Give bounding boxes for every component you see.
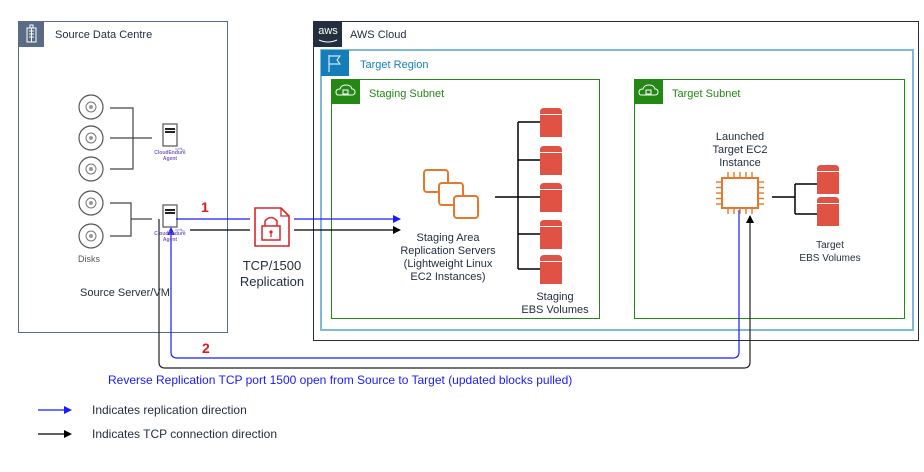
- step-1-label: 1: [201, 199, 209, 215]
- ebs-volume-icon: [540, 183, 562, 212]
- ec2-instance-icon: [716, 172, 764, 214]
- reverse-replication-caption: Reverse Replication TCP port 1500 open f…: [108, 373, 573, 387]
- aws-cloud-title: AWS Cloud: [350, 29, 407, 41]
- subnet-cloud-lock-icon: [634, 79, 663, 104]
- disk-icon: [78, 94, 104, 120]
- lock-document-icon: [250, 205, 294, 247]
- ebs-volume-icon: [817, 165, 839, 194]
- disk-icon: [78, 190, 104, 216]
- flag-icon: [321, 50, 349, 76]
- target-region-title: Target Region: [360, 59, 429, 71]
- target-ebs-connector: [772, 183, 817, 215]
- aws-logo-icon: aws: [314, 22, 342, 47]
- ebs-volume-icon: [540, 108, 562, 137]
- target-region-group: Target Region: [320, 49, 914, 331]
- replication-servers-label: Staging Area Replication Servers (Lightw…: [400, 232, 496, 283]
- replication-servers-icon: [423, 169, 479, 219]
- staging-ebs-label: Staging EBS Volumes: [521, 291, 589, 316]
- target-ebs-label: Target EBS Volumes: [799, 240, 861, 264]
- ebs-volume-icon: [540, 146, 562, 175]
- cloudendure-agent-icon: [175, 147, 185, 151]
- disks-label: Disks: [78, 254, 100, 264]
- subnet-cloud-lock-icon: [331, 79, 360, 104]
- target-subnet-title: Target Subnet: [672, 88, 741, 100]
- cloudendure-agent-label: CloudEndure Agent: [154, 150, 186, 162]
- protocol-label: TCP/1500 Replication: [239, 258, 305, 289]
- step-2-label: 2: [202, 340, 210, 356]
- target-instance-label: Launched Target EC2 Instance: [712, 131, 768, 169]
- disk-icon: [78, 156, 104, 182]
- ebs-volume-icon: [540, 255, 562, 284]
- disk-connector: [110, 202, 152, 237]
- reverse-replication-line: [170, 210, 740, 359]
- staging-ebs-connector: [495, 121, 540, 270]
- ebs-volume-icon: [817, 197, 839, 226]
- blue-arrow-icon: [38, 406, 72, 414]
- aws-cloud-group: aws AWS Cloud: [313, 21, 919, 341]
- source-data-centre-group: Source Data Centre: [18, 21, 228, 333]
- source-data-centre-title: Source Data Centre: [55, 29, 153, 41]
- building-icon: [19, 22, 44, 47]
- disk-icon: [78, 223, 104, 249]
- ebs-volume-icon: [540, 220, 562, 249]
- disk-icon: [78, 125, 104, 151]
- server-icon: [162, 204, 178, 228]
- staging-subnet-title: Staging Subnet: [369, 88, 445, 100]
- staging-subnet-group: Staging Subnet: [331, 79, 600, 319]
- source-server-label: Source Server/VM: [80, 287, 170, 299]
- target-subnet-group: Target Subnet: [634, 79, 905, 319]
- cloudendure-agent-label: CloudEndure Agent: [154, 231, 186, 243]
- black-arrow-icon: [38, 430, 72, 438]
- reverse-tcp-line: [158, 215, 754, 369]
- disk-connector: [110, 107, 152, 170]
- server-icon: [162, 123, 178, 147]
- legend-item-replication: Indicates replication direction: [38, 403, 247, 417]
- cloudendure-agent-icon: [175, 228, 185, 232]
- legend-item-tcp: Indicates TCP connection direction: [38, 427, 277, 441]
